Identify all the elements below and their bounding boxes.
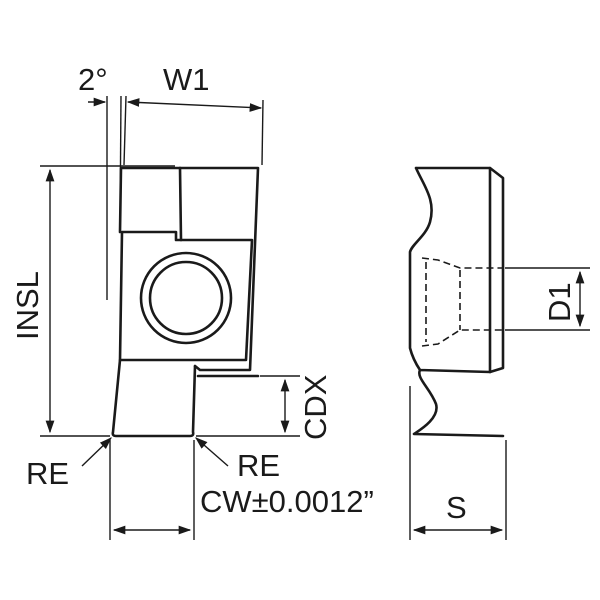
w1-label: W1 <box>163 62 210 97</box>
insert-upper-body <box>178 166 260 372</box>
insert-lower-blade <box>111 358 197 438</box>
re-right-label: RE <box>237 448 280 483</box>
insert-side-outline <box>408 166 505 438</box>
insl-label: INSL <box>10 271 45 340</box>
angle-dimension: 2° <box>78 62 122 300</box>
s-label: S <box>446 490 467 525</box>
front-view <box>111 166 260 438</box>
cdx-dimension: CDX <box>196 374 333 440</box>
re-left-label: RE <box>26 456 69 491</box>
cw-label: CW±0.0012” <box>200 484 374 519</box>
cdx-label: CDX <box>298 374 333 440</box>
screw-hole-inner <box>148 260 224 336</box>
d1-label: D1 <box>542 282 577 322</box>
d1-dimension: D1 <box>505 267 590 331</box>
screw-hole-outer <box>139 251 233 345</box>
re-leaders: RE RE <box>26 437 280 491</box>
angle-label: 2° <box>78 62 108 97</box>
s-dimension: S <box>409 386 507 540</box>
insl-dimension: INSL <box>10 165 175 437</box>
cw-dimension: CW±0.0012” <box>109 440 374 540</box>
side-view <box>408 166 505 438</box>
w1-dimension: W1 <box>123 62 264 166</box>
